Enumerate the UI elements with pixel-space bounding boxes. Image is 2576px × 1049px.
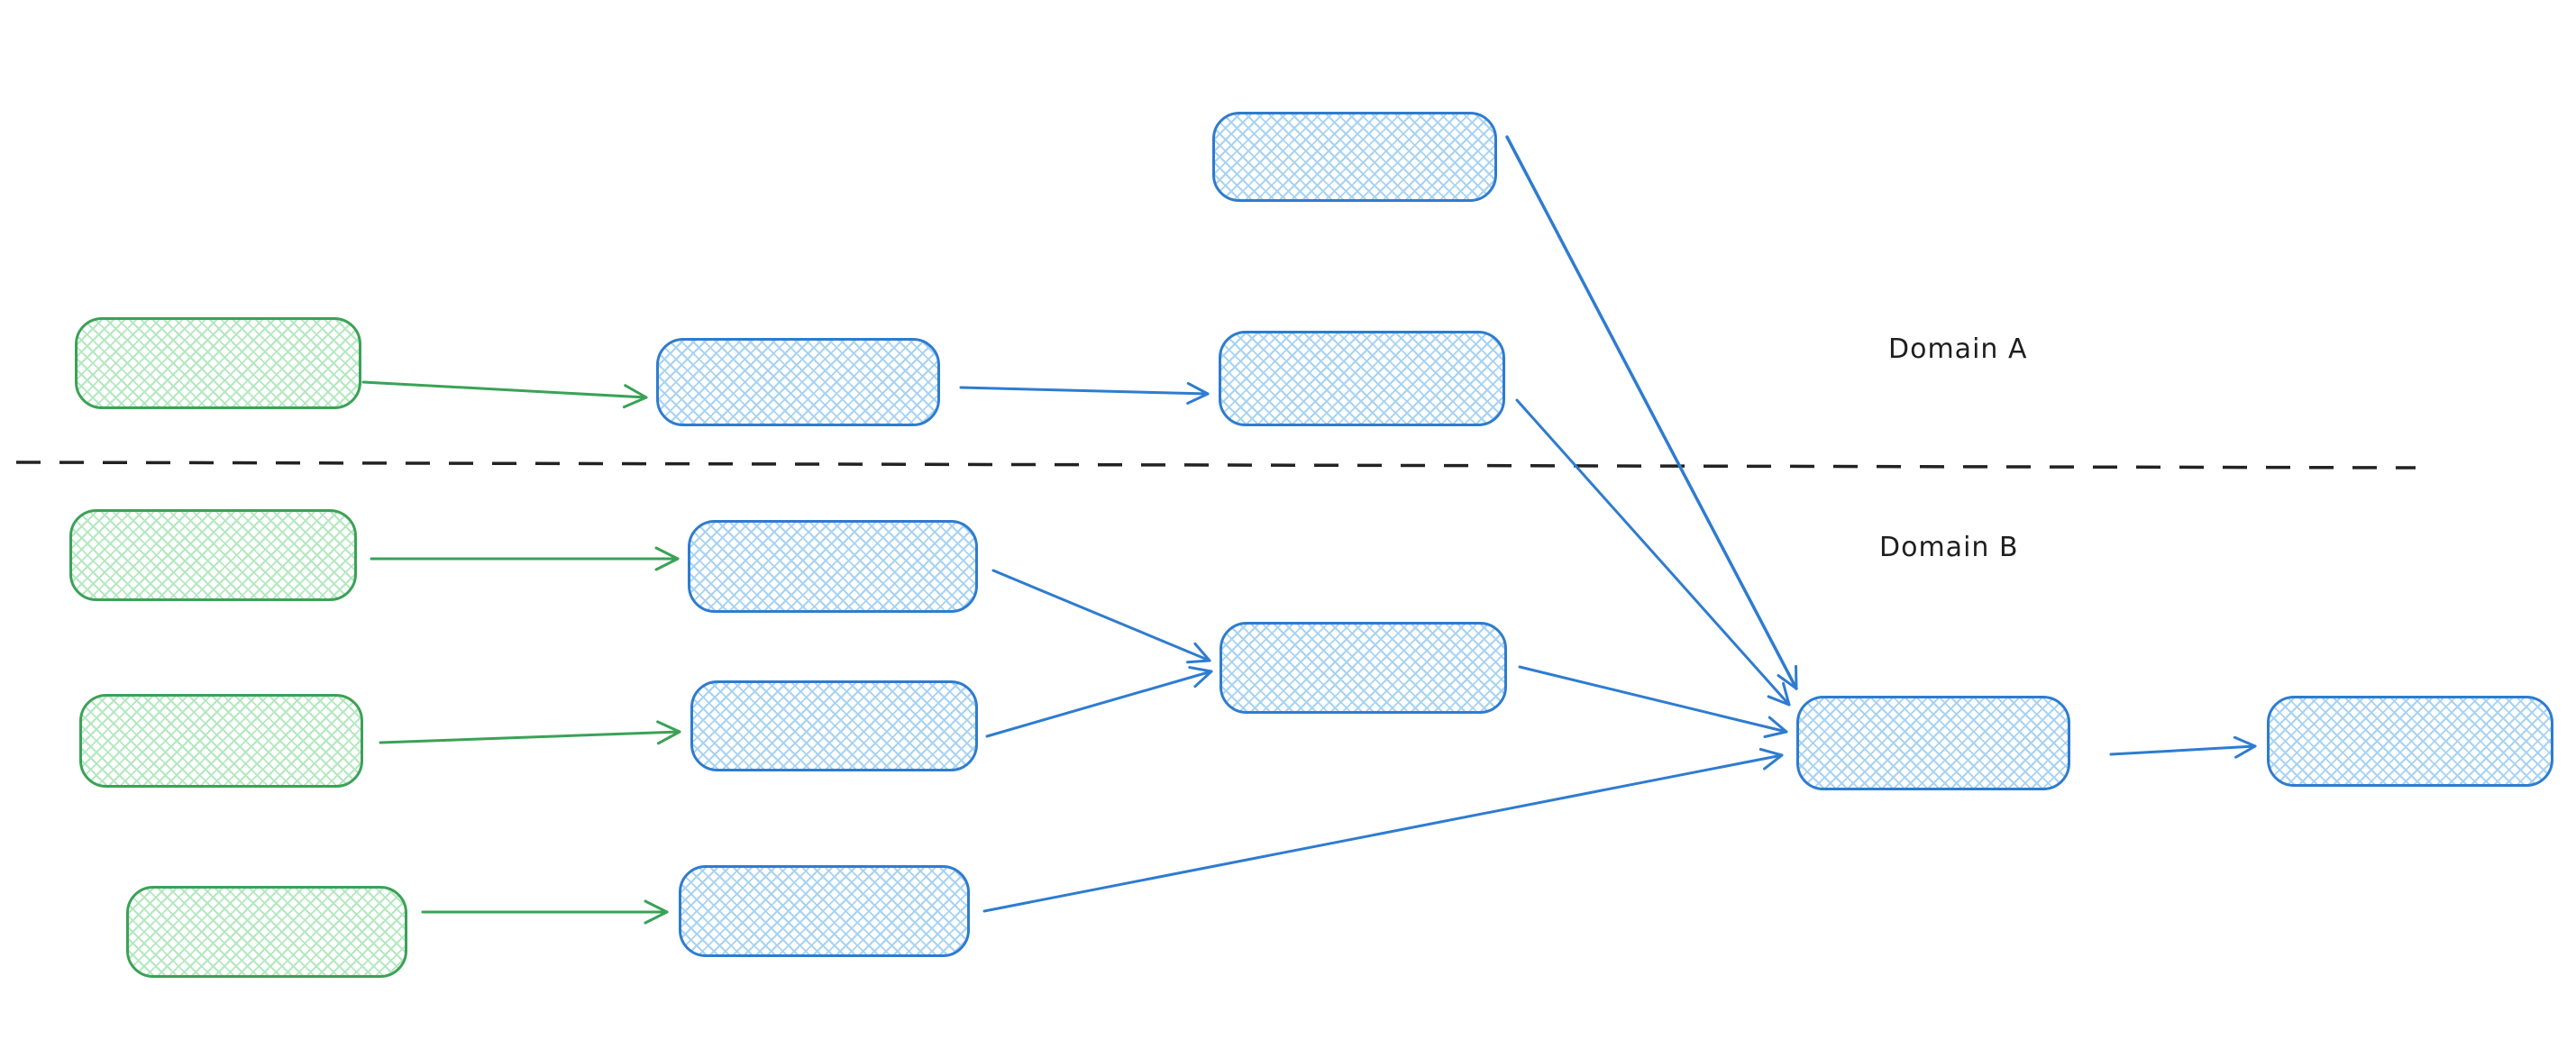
node-green-domain-a-box — [75, 317, 361, 409]
node-blue-b3-merge-box — [1219, 622, 1507, 714]
domain-b-label: Domain B — [1879, 532, 2019, 563]
node-green-b2-box — [79, 694, 363, 788]
node-blue-b2-box — [690, 680, 978, 771]
node-blue-a2-box — [1219, 331, 1505, 426]
node-blue-b1-box — [688, 520, 978, 613]
domain-divider-dashed-line — [15, 461, 2416, 470]
node-blue-top-box — [1212, 112, 1497, 202]
domain-a-label: Domain A — [1888, 333, 2028, 365]
arrow-blue-b2-to-blue-b3 — [985, 666, 1213, 738]
arrow-blue-b3-to-blue-merge — [1518, 665, 1788, 738]
node-blue-a1-box — [656, 338, 940, 426]
arrow-blue-a2-to-blue-merge — [1515, 398, 1791, 707]
node-green-b1-box — [69, 509, 357, 601]
arrow-blue-b1-to-blue-b3 — [991, 569, 1211, 664]
arrow-blue-top-to-blue-merge — [1505, 135, 1798, 690]
node-blue-final-box — [2267, 696, 2553, 787]
node-blue-b4-box — [679, 865, 970, 957]
arrow-green-b2-to-blue-b2 — [379, 720, 681, 745]
arrow-blue-a1-to-blue-a2 — [959, 381, 1210, 405]
arrow-blue-merge-to-blue-final — [2109, 735, 2257, 759]
node-blue-merge-box — [1796, 696, 2070, 790]
arrow-green-a-to-blue-a1 — [361, 380, 648, 409]
node-green-b3-box — [126, 886, 407, 978]
arrow-blue-b4-to-blue-merge — [982, 747, 1784, 913]
